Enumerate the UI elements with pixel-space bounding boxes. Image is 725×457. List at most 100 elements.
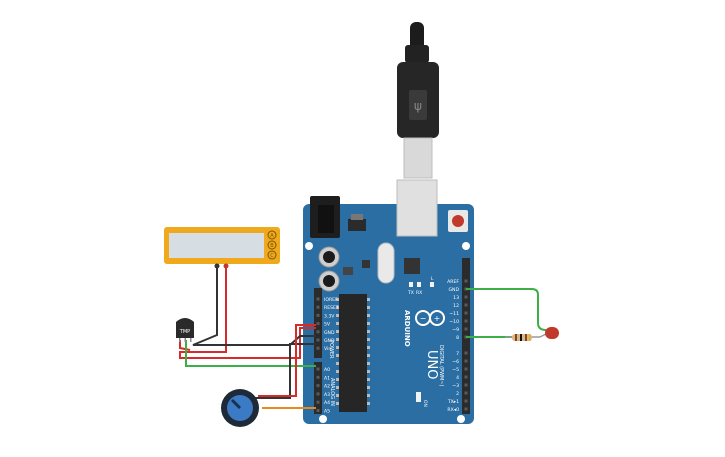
meter-terminal-negative[interactable] <box>214 263 220 269</box>
tmp-leg-3 <box>190 338 192 342</box>
wires[interactable] <box>179 266 547 409</box>
led[interactable] <box>539 327 559 339</box>
analog-pin-label-0: A0 <box>324 367 330 373</box>
chip-leg-left-7 <box>336 354 339 357</box>
digital-pin-label-top-7: 8 <box>456 335 459 341</box>
power-pin-hole-6[interactable] <box>316 346 320 350</box>
chip-leg-right-11 <box>367 386 370 389</box>
digital-pin-label-bottom-6: TX▸1 <box>447 399 459 405</box>
chip-leg-left-1 <box>336 306 339 309</box>
digital-pin-hole-bottom-0[interactable] <box>464 351 468 355</box>
mount-hole-2 <box>462 242 470 250</box>
digital-header-bottom[interactable] <box>462 346 470 414</box>
mount-hole-1 <box>305 242 313 250</box>
power-pin-label-5: GND <box>324 338 335 344</box>
analog-header-label: ANALOG IN <box>329 378 335 406</box>
digital-pin-hole-top-3[interactable] <box>464 303 468 307</box>
analog-pin-hole-4[interactable] <box>316 400 320 404</box>
digital-pin-hole-bottom-6[interactable] <box>464 399 468 403</box>
wire-led-green[interactable] <box>466 288 547 331</box>
digital-pin-label-top-1: GND <box>448 287 459 293</box>
analog-pin-label-2: A2 <box>324 384 330 390</box>
power-pin-hole-2[interactable] <box>316 313 320 317</box>
meter-marker-c: C <box>270 253 274 259</box>
power-pin-hole-3[interactable] <box>316 322 320 326</box>
analog-pin-hole-0[interactable] <box>316 367 320 371</box>
usb-b-port <box>396 179 438 237</box>
digital-pin-label-bottom-7: RX◂0 <box>447 407 459 413</box>
resistor-band-3 <box>525 334 527 341</box>
analog-header[interactable] <box>314 362 322 414</box>
power-pin-hole-4[interactable] <box>316 330 320 334</box>
chip-leg-right-7 <box>367 354 370 357</box>
crystal-oscillator <box>377 242 395 284</box>
chip-leg-left-12 <box>336 394 339 397</box>
power-pin-label-4: GND <box>324 330 335 336</box>
temperature-sensor[interactable]: TMP <box>176 318 194 342</box>
potentiometer[interactable] <box>221 389 259 427</box>
meter-marker-a-icon <box>267 230 277 240</box>
wire-tmp-green[interactable] <box>185 340 316 367</box>
analog-pin-hole-1[interactable] <box>316 375 320 379</box>
meter-marker-a: A <box>270 233 274 239</box>
digital-pin-hole-top-5[interactable] <box>464 319 468 323</box>
chip-leg-left-6 <box>336 346 339 349</box>
digital-pin-hole-top-6[interactable] <box>464 327 468 331</box>
chip-leg-right-1 <box>367 306 370 309</box>
digital-pin-label-bottom-4: ~3 <box>452 383 459 389</box>
power-pin-holes <box>316 297 320 350</box>
digital-pin-label-top-0: AREF <box>447 279 459 285</box>
tmp-leg-2 <box>184 338 186 342</box>
power-pin-label-0: IOREF <box>324 297 338 303</box>
wire-meter-black[interactable] <box>192 266 316 346</box>
digital-header-top[interactable] <box>462 258 470 346</box>
digital-pin-hole-bottom-1[interactable] <box>464 359 468 363</box>
power-meter[interactable]: A B C <box>164 227 280 269</box>
rx-led-label: RX <box>416 290 422 296</box>
capacitor-1-top <box>323 251 335 263</box>
digital-pin-hole-bottom-5[interactable] <box>464 391 468 395</box>
digital-pin-hole-top-2[interactable] <box>464 295 468 299</box>
chip-leg-left-9 <box>336 370 339 373</box>
tmp-sensor-body[interactable] <box>176 318 194 338</box>
digital-pin-hole-bottom-7[interactable] <box>464 407 468 411</box>
digital-pin-hole-bottom-4[interactable] <box>464 383 468 387</box>
power-pin-hole-1[interactable] <box>316 305 320 309</box>
reset-button[interactable] <box>452 215 464 227</box>
resistor[interactable] <box>505 334 540 341</box>
analog-pin-hole-2[interactable] <box>316 384 320 388</box>
power-header-label: POWER <box>328 340 334 359</box>
wire-pot-red[interactable] <box>258 324 316 397</box>
digital-pin-hole-bottom-2[interactable] <box>464 367 468 371</box>
power-pin-label-2: 3.3V <box>324 313 335 319</box>
meter-terminal-positive[interactable] <box>223 263 229 269</box>
led-body[interactable] <box>545 327 559 339</box>
power-pin-label-1: RESET <box>324 305 339 311</box>
chip-leg-left-4 <box>336 330 339 333</box>
power-pin-hole-5[interactable] <box>316 338 320 342</box>
digital-pin-hole-top-4[interactable] <box>464 311 468 315</box>
usb-cable[interactable]: ψ <box>397 22 439 179</box>
digital-pin-hole-bottom-3[interactable] <box>464 375 468 379</box>
chip-leg-left-10 <box>336 378 339 381</box>
power-pin-hole-0[interactable] <box>316 297 320 301</box>
meter-marker-c-icon <box>267 250 277 260</box>
digital-pin-hole-top-0[interactable] <box>464 279 468 283</box>
arduino-brand-label: ARDUINO <box>403 310 411 347</box>
meter-screen <box>169 233 264 258</box>
digital-pin-label-bottom-1: ~6 <box>452 359 459 365</box>
analog-pin-hole-3[interactable] <box>316 392 320 396</box>
usb-strain-relief <box>405 45 429 63</box>
usb-plug-metal <box>403 137 433 179</box>
wire-pot-black[interactable] <box>240 343 316 399</box>
chip-leg-right-13 <box>367 402 370 405</box>
chip-leg-left-3 <box>336 322 339 325</box>
usb-trident-icon: ψ <box>414 99 422 113</box>
wire-meter-red[interactable] <box>179 266 316 359</box>
digital-pin-label-bottom-0: 7 <box>456 351 459 357</box>
analog-pin-hole-5[interactable] <box>316 409 320 412</box>
